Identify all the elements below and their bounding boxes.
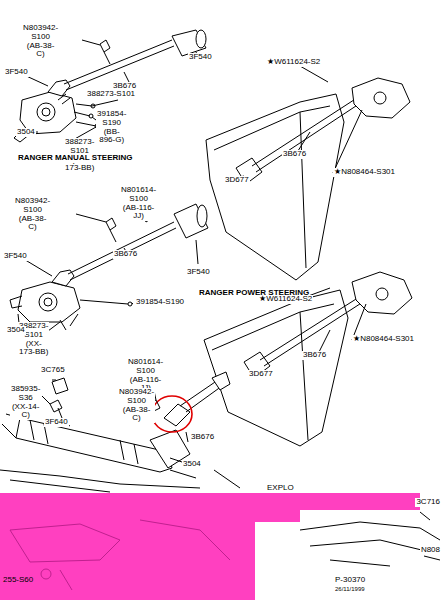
rag-joint [174, 204, 208, 238]
callout-number: 3504 [6, 326, 26, 335]
gear-shaft [42, 108, 50, 116]
callout-number: 391854-S190 (BB-896-G) [96, 110, 127, 145]
callout-number: 3504 [182, 460, 202, 469]
redaction-block [0, 493, 420, 600]
callout-number: 391854-S190 [135, 298, 185, 307]
callout-number: N808 [420, 546, 441, 555]
callout-number: 3C765 [40, 366, 66, 375]
callout-number: ★W611624-S2 [258, 295, 313, 304]
callout-number: 388273-S101 [86, 90, 136, 99]
u-joint [164, 404, 190, 426]
callout-number: N803942-S100 (AB-38-C) [118, 388, 155, 423]
callout-number: 3F540 [186, 268, 211, 277]
callout-number: 3B676 [113, 250, 138, 259]
callout-number: 3D677 [248, 370, 274, 379]
highlight-ring [152, 396, 192, 432]
callout-number: 3B676 [302, 351, 327, 360]
intermediate-shaft [68, 222, 176, 280]
column-shaft [260, 294, 366, 366]
callout-number: 385935-S36 (XX-14-C) [10, 385, 41, 420]
callout-number: 3504 [16, 128, 36, 137]
callout-number: 3D677 [224, 176, 250, 185]
bolt [74, 104, 96, 126]
intermediate-shaft [64, 40, 174, 90]
dash-panel [206, 94, 344, 280]
frame-rail [0, 470, 240, 492]
callout-number: 3B676 [190, 433, 215, 442]
column-shaft [252, 96, 362, 172]
intermediate-shaft [180, 380, 222, 412]
callout-number: N803942-S100 (AB-38-C) [22, 24, 59, 59]
rack-gear [16, 418, 172, 472]
callout-number: ★N808464-S301 [352, 335, 415, 344]
steering-gear [18, 282, 80, 322]
callout-number: N801614-S100 (AB-116-JJ) [120, 186, 157, 221]
callout-number: P-30370 [334, 576, 366, 585]
gear-sector [37, 103, 55, 121]
column-bracket [352, 272, 412, 314]
callout-number: 3F540 [188, 53, 213, 62]
callout-number: EXPLO [266, 484, 295, 493]
callout-number: 3C716 [415, 498, 441, 507]
callout-number: 26/11/1999 [334, 586, 366, 593]
callout-number: 3F640 [44, 418, 69, 427]
bolt [70, 300, 128, 326]
callout-number: 3F540 [3, 252, 28, 261]
callout-number: 3B676 [282, 150, 307, 159]
callout-number: ★N808464-S301 [333, 168, 396, 177]
callout-number: 3F540 [4, 68, 29, 77]
callout-number: N803942-S100 (AB-38-C) [14, 197, 51, 232]
callout-number: 255-S60 [2, 576, 34, 585]
section-heading: RANGER MANUAL STEERING [17, 154, 134, 163]
dash-panel [204, 290, 348, 446]
bolt [100, 40, 110, 64]
bolt [106, 218, 116, 242]
callout-number: ★W611624-S2 [266, 58, 321, 67]
